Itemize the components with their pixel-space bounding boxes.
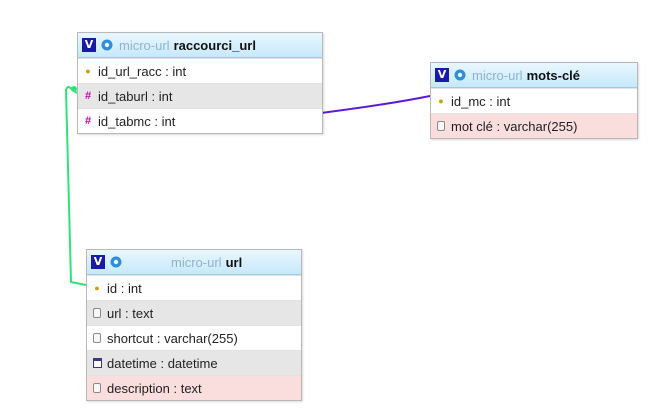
field-row[interactable]: # id_tabmc : int	[78, 108, 322, 133]
field-row[interactable]: shortcut : varchar(255)	[87, 325, 301, 350]
database-name: micro-url	[472, 67, 523, 83]
database-name: micro-url	[171, 254, 222, 270]
field-row[interactable]: ● id : int	[87, 275, 301, 300]
table-mots-cle[interactable]: V micro-url mots-clé ● id_mc : int mot c…	[430, 62, 638, 139]
field-row[interactable]: ● id_url_racc : int	[78, 58, 322, 83]
field-label: url : text	[107, 305, 154, 321]
gear-icon[interactable]	[100, 38, 114, 52]
field-label: datetime : datetime	[107, 355, 218, 371]
toggle-v-icon[interactable]: V	[82, 38, 96, 52]
table-name: url	[225, 254, 243, 270]
toggle-v-icon[interactable]: V	[91, 255, 105, 269]
table-raccourci-url[interactable]: V micro-url raccourci_url ● id_url_racc …	[77, 32, 323, 134]
database-name: micro-url	[119, 37, 170, 53]
table-url[interactable]: V micro-url url ● id : int url : text sh…	[86, 249, 302, 401]
field-label: description : text	[107, 380, 202, 396]
table-header[interactable]: V micro-url url	[87, 250, 301, 275]
key-icon: ●	[85, 66, 91, 76]
field-row[interactable]: ● id_mc : int	[431, 88, 637, 113]
toggle-v-icon[interactable]: V	[435, 68, 449, 82]
field-row[interactable]: url : text	[87, 300, 301, 325]
field-label: shortcut : varchar(255)	[107, 330, 238, 346]
field-label: id_mc : int	[451, 93, 511, 109]
table-header[interactable]: V micro-url mots-clé	[431, 63, 637, 88]
table-header[interactable]: V micro-url raccourci_url	[78, 33, 322, 58]
field-row[interactable]: # id_taburl : int	[78, 83, 322, 108]
field-label: id_tabmc : int	[98, 113, 176, 129]
key-icon: ●	[94, 283, 100, 293]
key-icon: ●	[438, 96, 444, 106]
table-name: raccourci_url	[173, 37, 256, 53]
gear-icon[interactable]	[453, 68, 467, 82]
field-icon	[92, 382, 102, 394]
relation-line-tabmc-motscle	[320, 95, 431, 121]
field-label: id_taburl : int	[98, 88, 173, 104]
field-icon	[92, 332, 102, 344]
foreign-key-icon: #	[84, 115, 92, 127]
table-name: mots-clé	[526, 67, 581, 83]
field-label: id : int	[107, 280, 142, 296]
field-label: id_url_racc : int	[98, 63, 187, 79]
field-icon	[436, 120, 446, 132]
field-icon	[92, 307, 102, 319]
foreign-key-icon: #	[84, 90, 92, 102]
calendar-icon	[92, 357, 102, 369]
gear-icon[interactable]	[109, 255, 123, 269]
field-row[interactable]: description : text	[87, 375, 301, 400]
field-row[interactable]: mot clé : varchar(255)	[431, 113, 637, 138]
field-label: mot clé : varchar(255)	[451, 118, 578, 134]
field-row[interactable]: datetime : datetime	[87, 350, 301, 375]
